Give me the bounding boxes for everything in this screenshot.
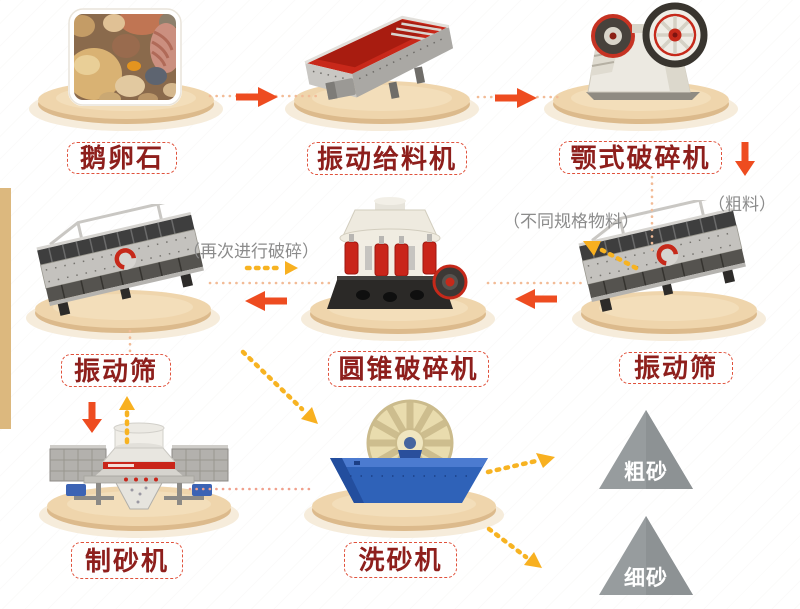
label-feeder: 振动给料机 xyxy=(307,142,467,175)
dash-head-recrush xyxy=(285,261,298,275)
left-accent-bar xyxy=(0,188,11,429)
label-cone-crusher-text: 圆锥破碎机 xyxy=(338,354,479,384)
output-coarse-sand: 粗砂 xyxy=(598,408,694,492)
label-washer: 洗砂机 xyxy=(344,542,457,578)
jaw-crusher-illustration xyxy=(586,2,708,100)
label-sand-maker-text: 制砂机 xyxy=(84,545,169,576)
vibrating-feeder-illustration xyxy=(304,15,454,100)
vibrating-screen-left-illustration xyxy=(36,204,204,316)
arrow-cone-to-screen-left xyxy=(245,291,287,311)
dash-head-up xyxy=(119,396,135,410)
label-cone-crusher: 圆锥破碎机 xyxy=(328,351,489,387)
platform-screen-left xyxy=(26,290,220,340)
label-washer-text: 洗砂机 xyxy=(358,545,443,575)
cone-crusher-illustration xyxy=(327,197,468,309)
platform-screen-right xyxy=(572,291,766,341)
sand-maker-illustration xyxy=(49,422,229,510)
fine-sand-label: 细砂 xyxy=(624,567,668,590)
label-pebbles-text: 鹅卵石 xyxy=(79,143,164,173)
sand-washer-illustration xyxy=(330,399,488,503)
coarse-sand-label: 粗砂 xyxy=(624,461,668,484)
pebbles-image xyxy=(68,8,182,106)
dash-head-coarse xyxy=(536,453,555,468)
coarse-sand-triangle xyxy=(599,410,693,489)
label-screen-left-text: 振动筛 xyxy=(73,355,158,386)
label-pebbles: 鹅卵石 xyxy=(67,142,177,174)
label-screen-left: 振动筛 xyxy=(61,354,171,387)
label-screen-right: 振动筛 xyxy=(619,352,733,384)
dash-head-fine xyxy=(524,552,542,568)
arrow-feeder-to-jaw xyxy=(495,88,537,108)
fine-sand-triangle xyxy=(599,516,693,595)
label-sand-maker: 制砂机 xyxy=(71,542,183,579)
label-jaw-crusher-text: 颚式破碎机 xyxy=(570,142,711,173)
arrow-pebbles-to-feeder xyxy=(236,87,278,107)
label-feeder-text: 振动给料机 xyxy=(316,143,457,174)
label-screen-right-text: 振动筛 xyxy=(633,353,718,383)
dash-screen-left-to-washer xyxy=(240,349,305,412)
annotation-coarse-material: （粗料） xyxy=(708,195,776,214)
annotation-different-specs: （不同规格物料） xyxy=(503,212,639,231)
label-jaw-crusher: 颚式破碎机 xyxy=(559,141,722,174)
annotation-recrush: （再次进行破碎） xyxy=(183,242,319,261)
arrow-jaw-down xyxy=(735,142,755,176)
arrow-screen-right-to-cone xyxy=(515,289,557,309)
output-fine-sand: 细砂 xyxy=(598,514,694,598)
